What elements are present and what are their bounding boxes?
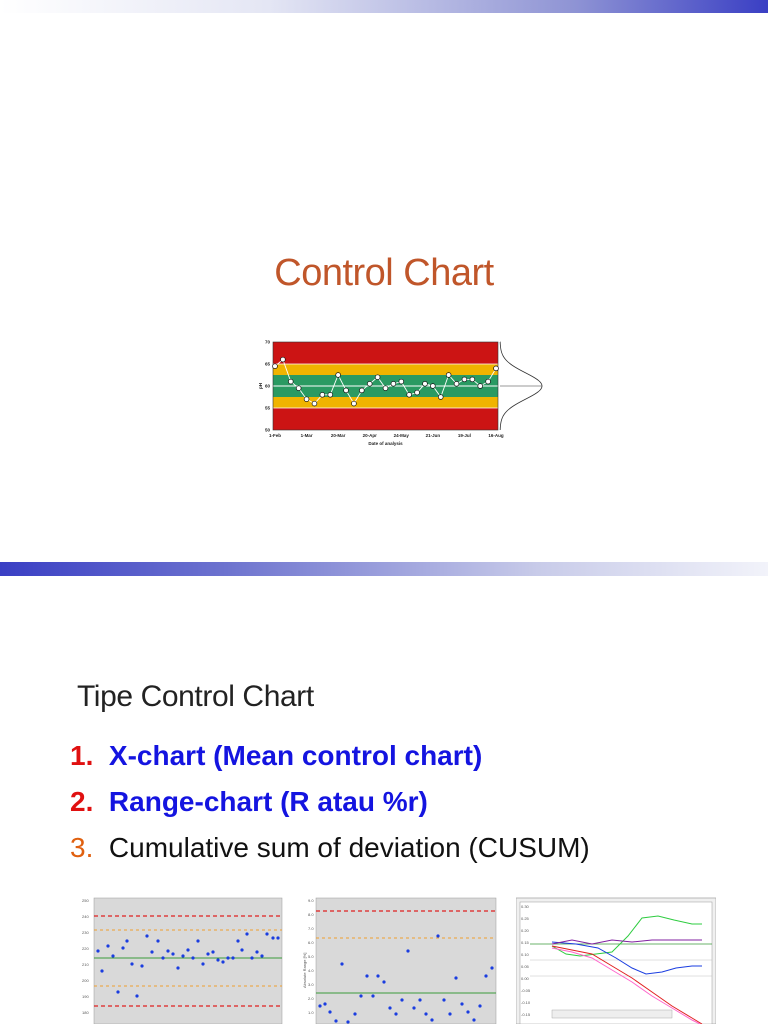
x-tick-label: 1-Feb — [269, 433, 281, 438]
data-point — [351, 400, 357, 407]
svg-text:4.0: 4.0 — [308, 968, 314, 973]
x-axis-label: Date of analysis — [368, 441, 403, 446]
svg-text:-0.15: -0.15 — [521, 1012, 531, 1017]
data-point — [398, 378, 405, 385]
svg-text:5.0: 5.0 — [308, 954, 314, 959]
svg-text:0.20: 0.20 — [521, 928, 530, 933]
svg-text:0.05: 0.05 — [521, 964, 530, 969]
data-point — [327, 392, 333, 398]
list-text: Cumulative sum of deviation (CUSUM) — [108, 832, 590, 863]
list-number: 1. — [70, 740, 94, 771]
y-axis-label: pH — [258, 383, 263, 389]
data-point — [343, 387, 349, 394]
data-point — [382, 385, 389, 391]
svg-text:3.0: 3.0 — [308, 982, 314, 987]
x-tick-label: 24-May — [394, 433, 410, 438]
x-tick-label: 16-Aug — [488, 433, 504, 438]
data-point — [445, 372, 452, 378]
data-point — [422, 381, 428, 387]
data-point — [461, 376, 468, 383]
chart-type-list: 1. X-chart (Mean control chart) 2. Range… — [70, 733, 590, 871]
data-point — [477, 383, 483, 389]
data-point — [366, 381, 373, 387]
y-tick-label: 55 — [265, 406, 271, 411]
x-tick-label: 21-Jun — [426, 433, 441, 438]
x-tick-label: 19-Jul — [458, 433, 471, 438]
svg-text:180: 180 — [82, 1010, 89, 1015]
data-point — [280, 356, 286, 363]
data-point — [430, 383, 436, 389]
band-upper-action — [273, 342, 498, 364]
svg-text:0.25: 0.25 — [521, 916, 530, 921]
svg-text:0.00: 0.00 — [521, 976, 530, 981]
data-point — [453, 381, 460, 387]
svg-text:8.0: 8.0 — [308, 912, 314, 917]
svg-text:2.0: 2.0 — [308, 996, 314, 1001]
band-upper-warning — [273, 364, 498, 375]
data-point — [469, 376, 476, 383]
top-gradient-band — [0, 0, 768, 13]
svg-text:-0.05: -0.05 — [521, 988, 531, 993]
x-tick-label: 20-Apr — [363, 433, 378, 438]
svg-text:Absolute Range [%]: Absolute Range [%] — [302, 953, 307, 988]
list-text: X-chart (Mean control chart) — [108, 740, 483, 771]
svg-text:0.15: 0.15 — [521, 940, 530, 945]
data-point — [288, 378, 294, 385]
svg-text:190: 190 — [82, 994, 89, 999]
plot-frame — [272, 341, 499, 431]
data-point — [311, 400, 318, 407]
svg-text:9.0: 9.0 — [308, 898, 314, 903]
x-tick-label: 20-Mar — [331, 433, 346, 438]
data-point — [374, 374, 381, 380]
list-text: Range-chart (R atau %r) — [108, 786, 428, 817]
data-point — [272, 363, 278, 369]
y-tick-label: 60 — [265, 384, 271, 389]
svg-text:0.10: 0.10 — [521, 952, 530, 957]
x-tick-label: 1-Mar — [301, 433, 313, 438]
svg-text:230: 230 — [82, 930, 89, 935]
y-tick-label: 50 — [265, 428, 271, 433]
svg-text:7.0: 7.0 — [308, 926, 314, 931]
svg-text:0.30: 0.30 — [521, 904, 530, 909]
control-chart: 70 65 60 55 501-Feb 1-Mar 20-Mar 20-Apr 24-May 21… — [258, 340, 543, 446]
data-point — [493, 365, 499, 372]
band-lower-warning — [273, 397, 498, 408]
svg-text:1.0: 1.0 — [308, 1010, 314, 1015]
data-point — [390, 381, 397, 387]
data-point — [335, 372, 341, 378]
cusum-chart-thumbnail: 0.30 0.25 0.20 0.15 0.10 0.05 0.00 -0.05 -0.10… — [516, 897, 716, 1024]
slide-title: Control Chart — [274, 252, 494, 294]
section-heading: Tipe Control Chart — [77, 680, 314, 713]
data-point — [414, 389, 420, 396]
data-point — [438, 394, 444, 400]
svg-text:220: 220 — [82, 946, 89, 951]
y-tick-label: 70 — [265, 340, 271, 345]
data-point — [485, 378, 491, 385]
data-point — [359, 387, 365, 394]
y-tick-label: 65 — [265, 362, 271, 367]
data-point — [303, 396, 310, 402]
svg-text:240: 240 — [82, 914, 89, 919]
slide-divider-band — [0, 562, 768, 576]
svg-text:210: 210 — [82, 962, 89, 967]
list-number: 3. — [70, 832, 94, 863]
svg-text:200: 200 — [82, 978, 89, 983]
list-item: 3. Cumulative sum of deviation (CUSUM) — [70, 825, 590, 871]
x-chart-thumbnail: 250 240 230 220 210 200 190 180 — [82, 897, 283, 1024]
data-point — [295, 385, 302, 391]
list-item: 1. X-chart (Mean control chart) — [70, 733, 590, 779]
data-point — [406, 392, 412, 398]
svg-text:-0.10: -0.10 — [521, 1000, 531, 1005]
distribution-curve — [499, 341, 543, 431]
svg-text:6.0: 6.0 — [308, 940, 314, 945]
band-lower-action — [273, 408, 498, 430]
list-item: 2. Range-chart (R atau %r) — [70, 779, 590, 825]
svg-text:250: 250 — [82, 898, 89, 903]
data-point — [319, 392, 326, 398]
range-chart-thumbnail: 9.0 8.0 7.0 6.0 5.0 4.0 3.0 2.0 1.0 Absolute Ra… — [302, 897, 497, 1024]
list-number: 2. — [70, 786, 94, 817]
